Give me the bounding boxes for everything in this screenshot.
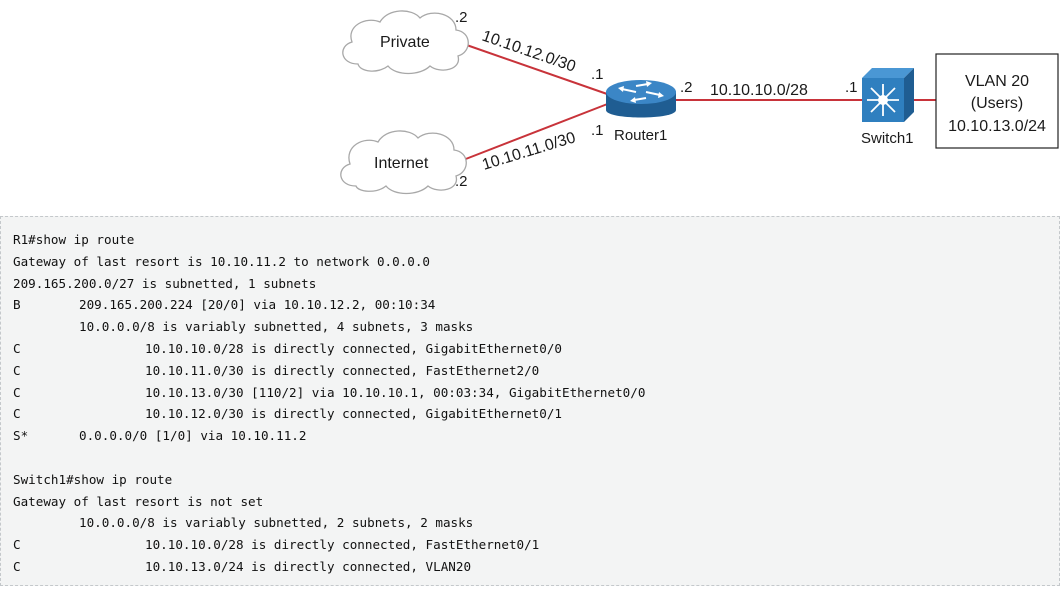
cli-line: B 209.165.200.224 [20/0] via 10.10.12.2, …: [13, 294, 1047, 316]
route-code: C: [13, 406, 21, 422]
route-code: C: [13, 384, 21, 400]
route-entry: 10.10.10.0/28 is directly connected, Fas…: [145, 537, 540, 553]
r1-command: R1#show ip route: [13, 232, 135, 247]
internet-link-network: 10.10.11.0/30: [480, 129, 578, 174]
private-label: Private: [380, 34, 430, 51]
cli-line: C 10.10.10.0/28 is directly connected, Fa…: [13, 534, 1047, 556]
cli-line: Switch1#show ip route: [13, 469, 1047, 491]
route-entry: 10.10.10.0/28 is directly connected, Gig…: [145, 340, 563, 356]
cli-line: C 10.10.10.0/28 is directly connected, Gi…: [13, 338, 1047, 360]
cli-blank-line: [13, 447, 1047, 469]
ip-router-private: .1: [591, 66, 604, 83]
ip-switch-router: .1: [845, 79, 858, 96]
vlan-subnet: 10.10.13.0/24: [948, 118, 1046, 135]
cli-line: C 10.10.13.0/24 is directly connected, VL…: [13, 556, 1047, 578]
link-internet-router: [457, 102, 611, 163]
route-entry: 10.10.13.0/30 [110/2] via 10.10.10.1, 00…: [145, 384, 646, 400]
switch-label: Switch1: [861, 130, 914, 147]
route-entry: 10.10.12.0/30 is directly connected, Gig…: [145, 406, 563, 422]
internet-cloud: [340, 130, 467, 195]
cli-line: R1#show ip route: [13, 229, 1047, 251]
link-private-router: [457, 41, 611, 96]
r1-variably-subnetted: 10.0.0.0/8 is variably subnetted, 4 subn…: [79, 319, 474, 335]
cli-line: 10.0.0.0/8 is variably subnetted, 2 subn…: [13, 512, 1047, 534]
switch-link-network: 10.10.10.0/28: [710, 82, 808, 99]
cli-line: C 10.10.13.0/30 [110/2] via 10.10.10.1, 0…: [13, 382, 1047, 404]
route-code: C: [13, 558, 21, 574]
ip-private-host: .2: [455, 9, 468, 26]
cli-line: Gateway of last resort is not set: [13, 491, 1047, 513]
route-entry: 10.10.11.0/30 is directly connected, Fas…: [145, 362, 540, 378]
ip-internet-host: .2: [455, 173, 468, 190]
route-code: C: [13, 340, 21, 356]
r1-gateway: Gateway of last resort is 10.10.11.2 to …: [13, 253, 431, 269]
cli-line: S* 0.0.0.0/0 [1/0] via 10.10.11.2: [13, 425, 1047, 447]
vlan-users: (Users): [971, 95, 1023, 112]
network-diagram: Private Internet Router1: [340, 9, 1059, 195]
route-code: S*: [13, 428, 29, 444]
route-entry: 0.0.0.0/0 [1/0] via 10.10.11.2: [79, 428, 307, 444]
route-code: B: [13, 297, 21, 313]
cli-line: Gateway of last resort is 10.10.11.2 to …: [13, 251, 1047, 273]
private-link-network: 10.10.12.0/30: [480, 28, 578, 76]
cli-output-panel: R1#show ip route Gateway of last resort …: [0, 216, 1060, 586]
private-cloud: [342, 10, 469, 75]
route-code: C: [13, 537, 21, 553]
route-entry: 209.165.200.224 [20/0] via 10.10.12.2, 0…: [79, 297, 436, 313]
vlan-box: [935, 53, 1059, 149]
switch-icon: [862, 68, 914, 122]
cli-line: 209.165.200.0/27 is subnetted, 1 subnets: [13, 273, 1047, 295]
cli-line: 10.0.0.0/8 is variably subnetted, 4 subn…: [13, 316, 1047, 338]
cli-line: C 10.10.12.0/30 is directly connected, Gi…: [13, 403, 1047, 425]
router-label: Router1: [614, 127, 667, 144]
cli-line: C 10.10.11.0/30 is directly connected, Fa…: [13, 360, 1047, 382]
ip-router-internet: .1: [591, 122, 604, 139]
sw1-command: Switch1#show ip route: [13, 471, 173, 487]
internet-label: Internet: [374, 155, 429, 172]
sw1-variably-subnetted: 10.0.0.0/8 is variably subnetted, 2 subn…: [79, 515, 474, 531]
router-icon: [606, 80, 676, 118]
route-entry: 10.10.13.0/24 is directly connected, VLA…: [145, 558, 472, 574]
r1-subnetted: 209.165.200.0/27 is subnetted, 1 subnets: [13, 275, 317, 291]
ip-router-switch: .2: [680, 79, 693, 96]
sw1-gateway: Gateway of last resort is not set: [13, 493, 264, 509]
route-code: C: [13, 362, 21, 378]
vlan-name: VLAN 20: [965, 73, 1029, 90]
